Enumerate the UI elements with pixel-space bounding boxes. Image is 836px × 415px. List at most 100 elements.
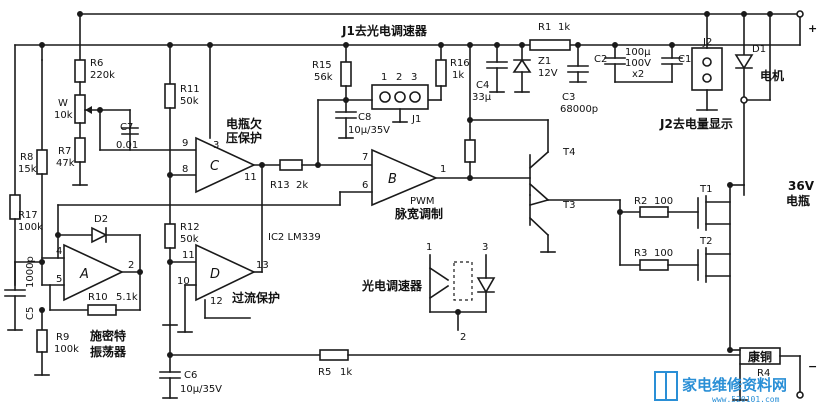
r12-label: R12	[180, 222, 200, 233]
pwm-desc: 脉宽调制	[394, 206, 443, 221]
r6-label: R6	[90, 58, 103, 69]
opamp-a-label: A	[79, 267, 89, 282]
potentiometer-w	[74, 94, 86, 124]
r17-label: R17	[18, 210, 38, 221]
capacitor-c2	[604, 44, 626, 83]
z1-value: 12V	[538, 68, 558, 79]
r2-value: 100	[654, 196, 673, 207]
r6-value: 220k	[90, 70, 115, 81]
resistor-r1	[529, 39, 571, 51]
c2-value-2: 100V	[625, 58, 651, 69]
c7-label: C7	[120, 122, 133, 133]
j1-pin-3: 3	[411, 72, 417, 83]
pin-10: 10	[177, 276, 190, 287]
terminal-negative	[796, 391, 804, 399]
r12-value: 50k	[180, 234, 199, 245]
r16-value: 1k	[452, 70, 464, 81]
resistor-r7	[74, 137, 86, 163]
opamp-c-label: C	[210, 159, 220, 174]
overcurrent-label: 过流保护	[232, 290, 280, 305]
t4-label: T4	[562, 147, 575, 158]
r10-label: R10	[88, 292, 108, 303]
opto-label: 光电调速器	[361, 278, 423, 293]
j2-label: J2	[702, 37, 712, 48]
positive-label: +	[808, 22, 817, 35]
c1-label: C1	[678, 54, 691, 65]
pin-9: 9	[182, 138, 188, 149]
t2-label: T2	[699, 236, 712, 247]
resistor-r12	[164, 223, 176, 249]
comparator-a	[63, 243, 124, 302]
top-rail	[41, 13, 801, 46]
r4-label: R4	[757, 368, 770, 379]
pin-5: 5	[56, 274, 62, 285]
opto-pin-3: 3	[482, 242, 488, 253]
opto-pin-2: 2	[460, 332, 466, 343]
resistor-r5	[319, 349, 349, 361]
comparator-b	[371, 148, 439, 207]
r3-label: R3	[634, 248, 647, 259]
motor-label: 电机	[760, 68, 784, 83]
terminal-positive	[796, 10, 804, 18]
batt-under-label-2: 压保护	[226, 130, 262, 145]
z1-label: Z1	[538, 56, 551, 67]
kangtong-label: 康铜	[748, 349, 772, 364]
r16-label: R16	[450, 58, 470, 69]
connector-j2	[691, 13, 723, 111]
resistor-r-collector	[464, 139, 476, 163]
diode-d1	[734, 13, 754, 186]
c3-value: 68000p	[560, 104, 598, 115]
w-value: 10k	[54, 110, 73, 121]
mosfet-t2	[697, 247, 731, 283]
watermark-url: www.520101.com	[712, 395, 780, 404]
r13-label: R13	[270, 180, 290, 191]
diode-d2	[91, 226, 108, 244]
comparator-d	[195, 243, 256, 302]
resistor-r16	[435, 59, 447, 87]
j1-label: J1	[411, 114, 421, 125]
junction-dots	[39, 11, 773, 358]
pin-1: 1	[440, 164, 446, 175]
d1-label: D1	[752, 44, 766, 55]
r2-label: R2	[634, 196, 647, 207]
capacitor-c6	[159, 371, 181, 399]
c6-label: C6	[184, 370, 197, 381]
capacitor-c8	[335, 111, 357, 139]
j1-pin-1: 1	[381, 72, 387, 83]
resistor-r9	[36, 329, 48, 353]
motor-terminal	[740, 96, 748, 104]
t1-label: T1	[699, 184, 712, 195]
pin-3: 3	[213, 140, 219, 151]
transistor-t3	[528, 194, 556, 253]
mosfet-t1	[697, 195, 731, 231]
r11-value: 50k	[180, 96, 199, 107]
resistor-r6	[74, 59, 86, 83]
pin-13: 13	[256, 260, 269, 271]
r7-label: R7	[58, 146, 71, 157]
ic2-label: IC2 LM339	[268, 232, 321, 243]
pwm-label: PWM	[410, 196, 435, 207]
pin-4: 4	[56, 246, 62, 257]
pin-6: 6	[362, 180, 368, 191]
w-label: W	[58, 98, 68, 109]
t3-label: T3	[562, 200, 575, 211]
c8-label: C8	[358, 112, 371, 123]
transistor-t4	[528, 119, 550, 202]
pin-7: 7	[362, 152, 368, 163]
c4-value: 33μ	[472, 92, 492, 103]
d2-label: D2	[94, 214, 108, 225]
c2-label: C2	[594, 54, 607, 65]
j1-title: J1去光电调速器	[341, 23, 428, 38]
j1-pin-2: 2	[396, 72, 402, 83]
resistor-r3	[639, 259, 669, 271]
watermark-text: 家电维修资料网	[682, 376, 787, 394]
opto-pin-1: 1	[426, 242, 432, 253]
battery-voltage: 36V	[788, 179, 815, 193]
r7-value: 47k	[56, 158, 75, 169]
r10-value: 5.1k	[116, 292, 138, 303]
r15-value: 56k	[314, 72, 333, 83]
photo-sensor	[428, 254, 496, 331]
c2-value-3: x2	[632, 69, 644, 80]
pin-8: 8	[182, 164, 188, 175]
c4-label: C4	[476, 80, 489, 91]
